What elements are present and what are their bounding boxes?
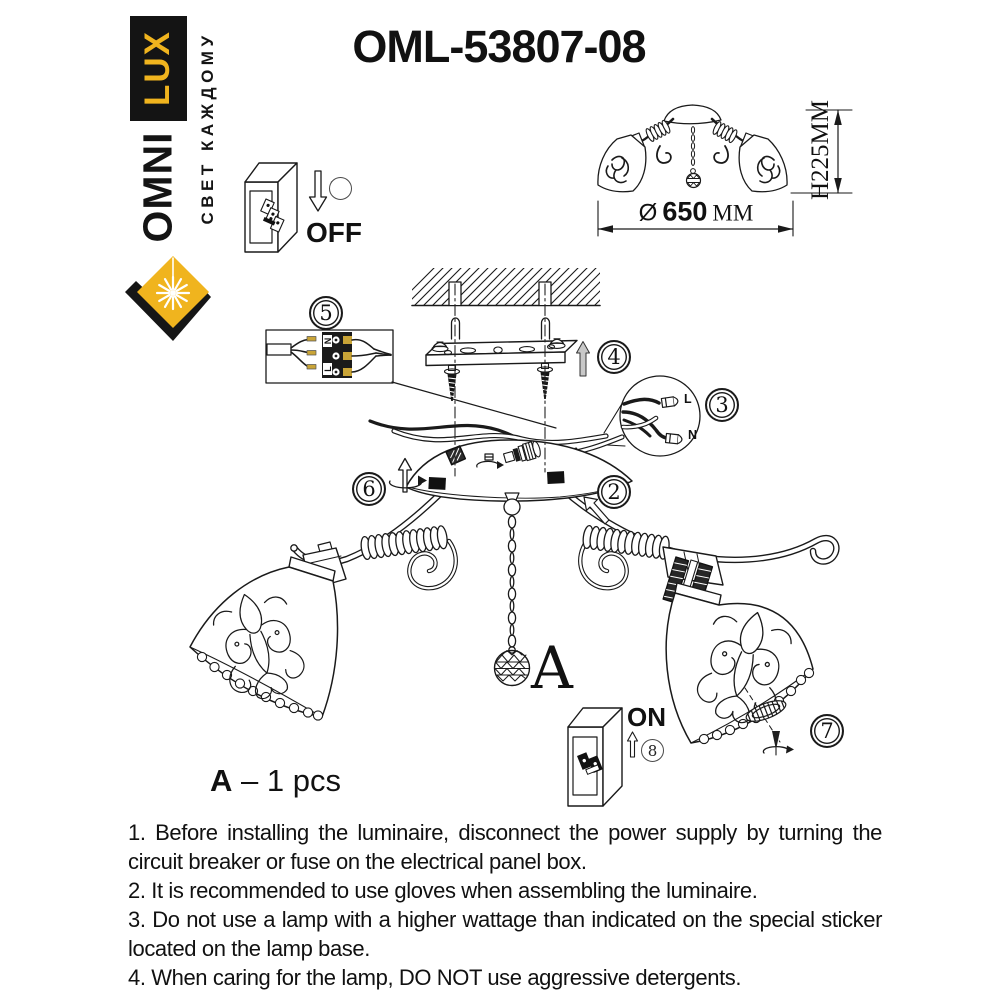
step-badge-4: 4 <box>597 340 631 374</box>
instruction-4: 4. When caring for the lamp, DO NOT use … <box>128 965 742 990</box>
step-badge-6: 6 <box>352 472 386 506</box>
diameter-unit: MM <box>712 200 754 226</box>
instructions-block: 1. Before installing the luminaire, disc… <box>128 818 882 992</box>
step-badge-1-ring <box>329 177 352 200</box>
on-label: ON <box>627 702 666 732</box>
instruction-1: 1. Before installing the luminaire, disc… <box>128 820 882 874</box>
mounting-bar <box>425 338 590 401</box>
height-dimension: H225MM <box>807 99 834 201</box>
diameter-value: 650 <box>662 196 708 227</box>
step-badge-5: 5 <box>309 296 343 330</box>
on-breaker-drawing <box>567 707 639 807</box>
dimension-lines <box>597 109 853 237</box>
wire-connector-detail <box>619 375 701 457</box>
neutral-wire-label: N <box>688 428 698 442</box>
chain-pendant <box>493 515 531 687</box>
canopy <box>405 439 633 516</box>
logo-lux-text: LUX <box>138 30 177 106</box>
parts-label: A <box>210 763 233 798</box>
push-arrow-step2 <box>583 496 610 525</box>
rotate-arrow-step6 <box>388 457 427 493</box>
logo-omni-text: OMNI <box>134 131 181 243</box>
diameter-symbol: Ø <box>638 199 658 227</box>
mini-lamp-drawing <box>597 104 788 193</box>
screw-rotate-icon <box>476 453 504 469</box>
shade-ring-detail <box>745 700 794 756</box>
parts-count-line: A – 1 pcs <box>210 763 341 799</box>
nut-stack <box>503 440 541 464</box>
terminal-box-detail <box>265 329 557 429</box>
off-label: OFF <box>306 217 362 248</box>
step-badge-7: 7 <box>810 714 844 748</box>
parts-qty: – 1 pcs <box>241 763 341 798</box>
diameter-dimension: Ø 650 MM <box>639 197 754 228</box>
instruction-2: 2. It is recommended to use gloves when … <box>128 878 758 903</box>
step-badge-8: 8 <box>641 739 664 762</box>
terminal-l-label: L <box>322 366 333 372</box>
line-wire-label: L <box>684 392 692 406</box>
logo-tagline: СВЕТ КАЖДОМУ <box>198 31 217 225</box>
page-title: OML-53807-08 <box>352 21 646 72</box>
terminal-n-label: N <box>322 337 333 345</box>
fixing-screw-left <box>443 364 461 401</box>
off-breaker-drawing <box>244 162 328 253</box>
ceiling-section <box>411 268 601 340</box>
step-badge-3: 3 <box>705 388 739 422</box>
right-arm <box>558 485 840 591</box>
center-axes <box>454 283 546 477</box>
step-badge-2: 2 <box>597 475 631 509</box>
left-shade-assembly <box>189 541 347 721</box>
right-shade-assembly <box>662 546 815 745</box>
instruction-3: 3. Do not use a lamp with a higher watta… <box>128 907 882 961</box>
pendant-part-label: A <box>531 634 573 702</box>
logo-mark <box>125 256 211 341</box>
logo-lux-box <box>130 16 187 121</box>
